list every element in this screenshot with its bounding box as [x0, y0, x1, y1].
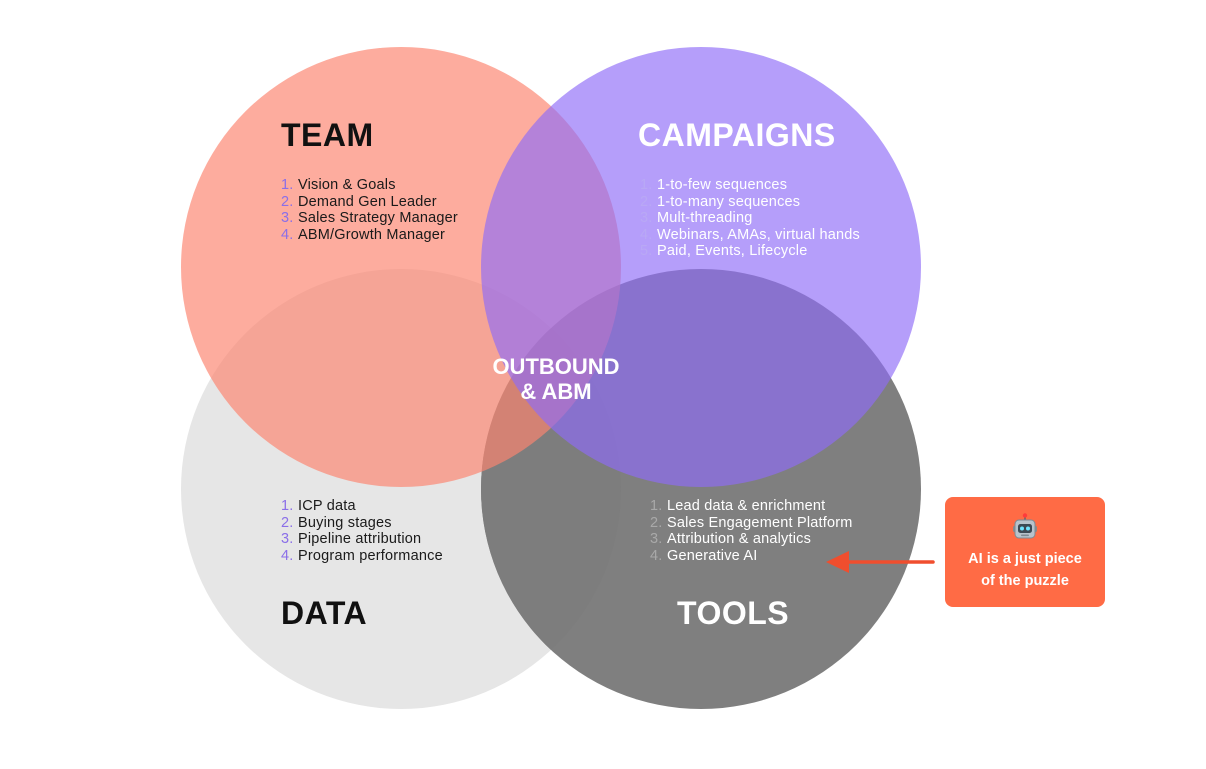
list-item: 2.Sales Engagement Platform [650, 515, 853, 532]
list-text: Sales Strategy Manager [298, 210, 458, 226]
arrow-left-icon [826, 551, 935, 573]
list-item: 1.ICP data [281, 498, 443, 515]
list-number: 3. [281, 210, 294, 226]
list-number: 2. [281, 514, 294, 531]
ai-callout: AI is a just piece of the puzzle [945, 497, 1105, 607]
list-number: 3. [640, 210, 653, 226]
list-text: Lead data & enrichment [667, 498, 826, 514]
list-text: Program performance [298, 547, 443, 564]
list-text: Sales Engagement Platform [667, 514, 853, 531]
list-text: Buying stages [298, 514, 392, 531]
data-title: DATA [281, 595, 368, 631]
list-item: 2.Buying stages [281, 515, 443, 532]
list-text: Demand Gen Leader [298, 193, 437, 210]
list-text: Vision & Goals [298, 177, 396, 193]
list-text: Generative AI [667, 547, 758, 564]
list-number: 1. [281, 177, 294, 193]
callout-text: AI is a just piece of the puzzle [945, 548, 1105, 592]
team-title: TEAM [281, 117, 374, 153]
list-item: 3.Sales Strategy Manager [281, 210, 458, 227]
list-item: 1.1-to-few sequences [640, 177, 860, 194]
list-item: 3.Mult-threading [640, 210, 860, 227]
list-text: 1-to-many sequences [657, 193, 801, 210]
list-item: 4.Generative AI [650, 548, 853, 565]
list-number: 3. [650, 531, 663, 547]
tools-list: 1.Lead data & enrichment 2.Sales Engagem… [650, 498, 853, 564]
list-number: 1. [640, 177, 653, 193]
list-item: 3.Pipeline attribution [281, 531, 443, 548]
list-item: 3.Attribution & analytics [650, 531, 853, 548]
list-item: 4.ABM/Growth Manager [281, 227, 458, 244]
robot-icon [1013, 513, 1037, 539]
list-text: Mult-threading [657, 210, 753, 226]
list-text: Webinars, AMAs, virtual hands [657, 226, 860, 243]
list-item: 1.Vision & Goals [281, 177, 458, 194]
list-number: 4. [640, 226, 653, 243]
campaigns-title: CAMPAIGNS [638, 117, 836, 153]
list-number: 2. [281, 193, 294, 210]
list-number: 1. [650, 498, 663, 514]
list-item: 1.Lead data & enrichment [650, 498, 853, 515]
list-text: 1-to-few sequences [657, 177, 788, 193]
list-item: 2.Demand Gen Leader [281, 194, 458, 211]
center-label: OUTBOUND & ABM [470, 354, 642, 404]
list-text: Paid, Events, Lifecycle [657, 243, 808, 259]
list-number: 2. [640, 193, 653, 210]
list-number: 5. [640, 243, 653, 259]
list-number: 4. [281, 226, 294, 243]
list-item: 2.1-to-many sequences [640, 194, 860, 211]
campaigns-circle [481, 47, 921, 487]
list-text: Pipeline attribution [298, 531, 422, 547]
campaigns-list: 1.1-to-few sequences 2.1-to-many sequenc… [640, 177, 860, 260]
team-list: 1.Vision & Goals 2.Demand Gen Leader 3.S… [281, 177, 458, 243]
callout-line: of the puzzle [981, 573, 1069, 589]
list-item: 4.Webinars, AMAs, virtual hands [640, 227, 860, 244]
list-number: 4. [650, 547, 663, 564]
callout-line: AI is a just piece [968, 551, 1082, 567]
list-item: 4.Program performance [281, 548, 443, 565]
data-list: 1.ICP data 2.Buying stages 3.Pipeline at… [281, 498, 443, 564]
list-number: 3. [281, 531, 294, 547]
list-number: 2. [650, 514, 663, 531]
list-number: 1. [281, 498, 294, 514]
list-text: Attribution & analytics [667, 531, 812, 547]
center-label-line: OUTBOUND [492, 354, 620, 379]
list-number: 4. [281, 547, 294, 564]
list-text: ABM/Growth Manager [298, 226, 446, 243]
center-label-line: & ABM [520, 379, 592, 404]
list-text: ICP data [298, 498, 356, 514]
tools-title: TOOLS [677, 595, 790, 631]
list-item: 5.Paid, Events, Lifecycle [640, 243, 860, 260]
